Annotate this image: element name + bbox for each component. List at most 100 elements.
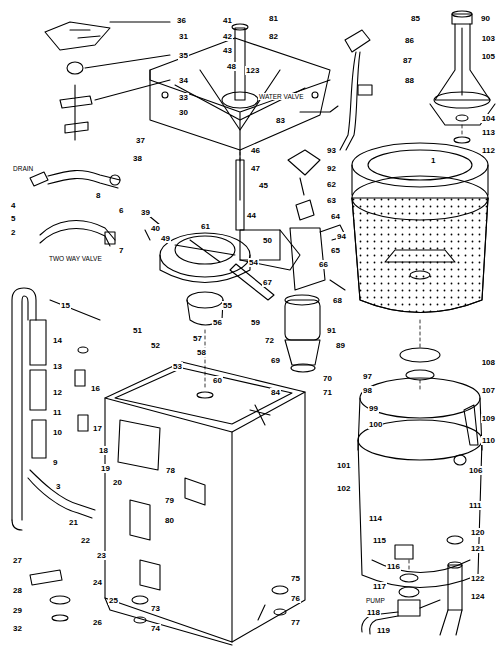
callout-number: 38 bbox=[132, 154, 143, 163]
callout-number: 16 bbox=[90, 384, 101, 393]
callout-number: 112 bbox=[481, 146, 496, 155]
callout-number: 69 bbox=[270, 356, 281, 365]
callout-number: 6 bbox=[118, 206, 124, 215]
callout-number: 21 bbox=[68, 518, 79, 527]
callout-number: 86 bbox=[404, 36, 415, 45]
callout-number: 97 bbox=[362, 372, 373, 381]
callout-number: 49 bbox=[160, 234, 171, 243]
callout-number: 33 bbox=[178, 93, 189, 102]
callout-number: 60 bbox=[212, 376, 223, 385]
callout-number: 34 bbox=[178, 76, 189, 85]
callout-number: 90 bbox=[480, 14, 491, 23]
callout-number: 4 bbox=[10, 201, 16, 210]
callout-number: 45 bbox=[258, 181, 269, 190]
callout-number: 102 bbox=[336, 484, 351, 493]
callout-number: 124 bbox=[470, 592, 485, 601]
callout-number: 72 bbox=[264, 336, 275, 345]
callout-number: 75 bbox=[290, 574, 301, 583]
callout-number: 73 bbox=[150, 604, 161, 613]
callout-number: 107 bbox=[481, 386, 496, 395]
assembly-guides bbox=[205, 125, 462, 572]
callout-number: 104 bbox=[481, 114, 496, 123]
callout-number: 81 bbox=[268, 14, 279, 23]
callout-number: 20 bbox=[112, 478, 123, 487]
water-valve bbox=[300, 30, 372, 150]
part-label: PUMP bbox=[365, 597, 386, 604]
callout-number: 13 bbox=[52, 362, 63, 371]
callout-number: 2 bbox=[10, 228, 16, 237]
callout-number: 68 bbox=[332, 296, 343, 305]
callout-number: 17 bbox=[92, 424, 103, 433]
callout-number: 10 bbox=[52, 428, 63, 437]
part-label: WATER VALVE bbox=[258, 93, 305, 100]
callout-number: 3 bbox=[55, 482, 61, 491]
cabinet bbox=[105, 362, 305, 645]
callout-number: 8 bbox=[95, 191, 101, 200]
callout-number: 120 bbox=[470, 528, 485, 537]
callout-number: 55 bbox=[222, 301, 233, 310]
transmission bbox=[145, 160, 300, 325]
callout-number: 41 bbox=[222, 16, 233, 25]
callout-number: 12 bbox=[52, 388, 63, 397]
callout-number: 122 bbox=[470, 574, 485, 583]
callout-number: 93 bbox=[326, 146, 337, 155]
callout-number: 100 bbox=[368, 420, 383, 429]
callout-number: 70 bbox=[322, 374, 333, 383]
part-label: DRAIN bbox=[12, 165, 34, 172]
callout-number: 121 bbox=[470, 544, 485, 553]
left-hose-assembly bbox=[12, 288, 100, 530]
callout-number: 123 bbox=[245, 66, 260, 75]
callout-number: 110 bbox=[481, 436, 496, 445]
callout-number: 23 bbox=[96, 551, 107, 560]
callout-number: 99 bbox=[368, 404, 379, 413]
callout-number: 109 bbox=[481, 414, 496, 423]
callout-number: 35 bbox=[178, 51, 189, 60]
callout-number: 40 bbox=[150, 224, 161, 233]
callout-number: 66 bbox=[318, 260, 329, 269]
callout-number: 116 bbox=[386, 562, 401, 571]
spin-basket bbox=[352, 143, 488, 313]
callout-number: 58 bbox=[196, 348, 207, 357]
callout-number: 80 bbox=[164, 516, 175, 525]
outer-tub bbox=[358, 348, 482, 588]
callout-number: 24 bbox=[92, 578, 103, 587]
drain-hoses bbox=[30, 171, 120, 246]
callout-number: 14 bbox=[52, 336, 63, 345]
callout-number: 117 bbox=[372, 582, 387, 591]
callout-number: 118 bbox=[366, 608, 381, 617]
callout-number: 108 bbox=[481, 358, 496, 367]
callout-number: 52 bbox=[150, 341, 161, 350]
callout-number: 101 bbox=[336, 461, 351, 470]
callout-number: 94 bbox=[336, 232, 347, 241]
callout-number: 82 bbox=[268, 32, 279, 41]
callout-number: 7 bbox=[118, 246, 124, 255]
callout-number: 28 bbox=[12, 586, 23, 595]
callout-number: 1 bbox=[430, 156, 436, 165]
callout-number: 26 bbox=[92, 618, 103, 627]
callout-number: 85 bbox=[410, 14, 421, 23]
motor bbox=[285, 150, 346, 372]
callout-number: 50 bbox=[262, 236, 273, 245]
callout-number: 44 bbox=[246, 211, 257, 220]
callout-number: 56 bbox=[212, 318, 223, 327]
callout-number: 62 bbox=[326, 180, 337, 189]
callout-number: 76 bbox=[290, 594, 301, 603]
callout-number: 32 bbox=[12, 624, 23, 633]
callout-number: 51 bbox=[132, 326, 143, 335]
callout-number: 88 bbox=[404, 76, 415, 85]
agitator bbox=[430, 11, 495, 143]
callout-number: 42 bbox=[222, 32, 233, 41]
callout-number: 25 bbox=[108, 596, 119, 605]
callout-number: 36 bbox=[176, 16, 187, 25]
callout-number: 29 bbox=[12, 606, 23, 615]
callout-number: 11 bbox=[52, 408, 62, 417]
callout-number: 57 bbox=[192, 334, 203, 343]
pump bbox=[362, 536, 463, 635]
callout-number: 30 bbox=[178, 108, 189, 117]
callout-number: 18 bbox=[98, 446, 109, 455]
callout-number: 64 bbox=[330, 212, 341, 221]
callout-number: 61 bbox=[200, 222, 211, 231]
callout-number: 77 bbox=[290, 618, 301, 627]
callout-number: 115 bbox=[372, 536, 387, 545]
